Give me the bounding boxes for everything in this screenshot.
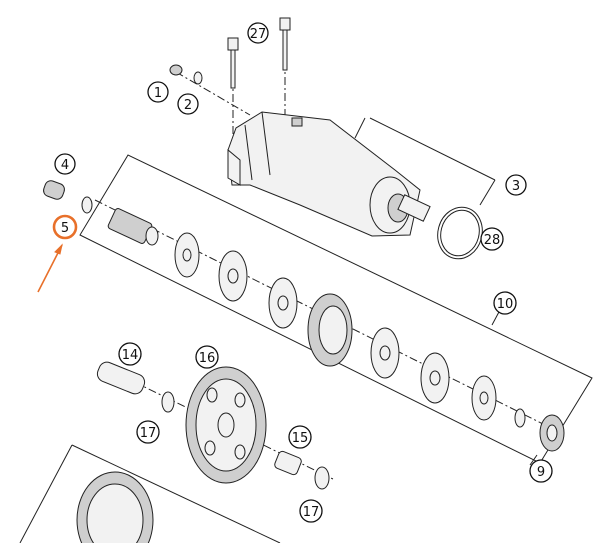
washer-c-hole	[277, 295, 289, 311]
gear-16-hole-4	[234, 444, 246, 460]
callout-4-label: 4	[61, 158, 69, 173]
washer-17b	[314, 466, 330, 490]
motor-terminal	[291, 117, 303, 127]
gear-16-hole-2	[234, 392, 246, 408]
callout-16: 16	[195, 345, 219, 369]
frame-lower-left	[19, 444, 73, 543]
pinion-end	[145, 226, 159, 246]
callout-28-label: 28	[484, 233, 501, 248]
gear-16-bore	[217, 412, 235, 438]
washer-c	[268, 277, 298, 329]
motor-shaft	[397, 194, 431, 222]
screw-head-left	[227, 37, 239, 51]
frame-9-tick	[529, 454, 538, 466]
callout-15-label: 15	[292, 431, 309, 446]
callout-2: 2	[177, 93, 199, 115]
bearing-9-bore	[546, 424, 558, 442]
washer-d-hole	[379, 345, 391, 361]
callout-17b-label: 17	[303, 505, 320, 520]
washer-a	[174, 232, 200, 278]
callout-5: 5	[52, 214, 78, 240]
callout-9: 9	[529, 459, 553, 483]
washer-small	[514, 408, 526, 428]
gear-16-hole-1	[206, 387, 218, 403]
washer-5	[81, 196, 93, 214]
pinion-gear	[107, 208, 159, 246]
screw-head-right	[279, 17, 291, 31]
screw-shaft-left	[230, 49, 236, 89]
o-ring-28-inner	[440, 209, 480, 257]
callout-27: 27	[247, 22, 269, 44]
callout-10: 10	[493, 291, 517, 315]
motor-edge-2	[244, 124, 253, 181]
callout-10-label: 10	[497, 297, 514, 312]
highlight-arrow	[37, 243, 63, 293]
idler-stack	[174, 232, 565, 452]
screws-27	[227, 17, 291, 89]
washer-f	[471, 375, 497, 421]
screw-shaft-right	[282, 29, 288, 71]
callout-28: 28	[480, 227, 504, 251]
arrow-head	[54, 243, 63, 255]
callout-16-label: 16	[199, 351, 216, 366]
callout-5-label: 5	[61, 221, 69, 236]
washer-b-hole	[227, 268, 239, 284]
gear-16-hole-3	[204, 440, 216, 456]
washer-b	[218, 250, 248, 302]
callout-14: 14	[118, 342, 142, 366]
callout-1-label: 1	[154, 86, 162, 101]
washer-17a	[161, 391, 175, 413]
washer-d	[370, 327, 400, 379]
bushing-4	[43, 180, 65, 200]
bolt-axis-line	[175, 71, 251, 116]
lower-gear-partial-web	[86, 483, 144, 543]
frame-3-corner	[354, 117, 366, 139]
washer-f-hole	[479, 391, 489, 405]
washer-e-hole	[429, 370, 441, 386]
callout-17a-label: 17	[140, 426, 157, 441]
callout-1: 1	[147, 81, 169, 103]
callout-27-label: 27	[250, 27, 267, 42]
idler-gear-hub	[318, 305, 348, 355]
lower-gear-group	[76, 361, 330, 543]
washer-2	[193, 71, 203, 85]
frame-3-right	[479, 179, 496, 206]
nut-and-washer	[169, 64, 203, 85]
washer-e	[420, 352, 450, 404]
bushing-15	[274, 450, 302, 476]
washer-a-hole	[182, 248, 192, 262]
callout-9-label: 9	[537, 465, 545, 480]
motor-mount-flange	[227, 148, 241, 186]
starter-motor	[227, 111, 431, 237]
callout-17b: 17	[299, 499, 323, 523]
callout-3-label: 3	[512, 179, 520, 194]
frame-3-top	[369, 117, 496, 181]
callout-15: 15	[288, 425, 312, 449]
callout-14-label: 14	[122, 348, 139, 363]
shaft-14	[96, 361, 146, 395]
callout-17a: 17	[136, 420, 160, 444]
callout-2-label: 2	[184, 98, 192, 113]
motor-edge-1	[261, 111, 271, 176]
callout-3: 3	[505, 174, 527, 196]
gear-16-web	[195, 378, 257, 472]
frame-lower-right	[71, 444, 281, 543]
nut-1	[169, 64, 183, 76]
callout-4: 4	[54, 153, 76, 175]
bushing-and-washer	[43, 180, 93, 214]
